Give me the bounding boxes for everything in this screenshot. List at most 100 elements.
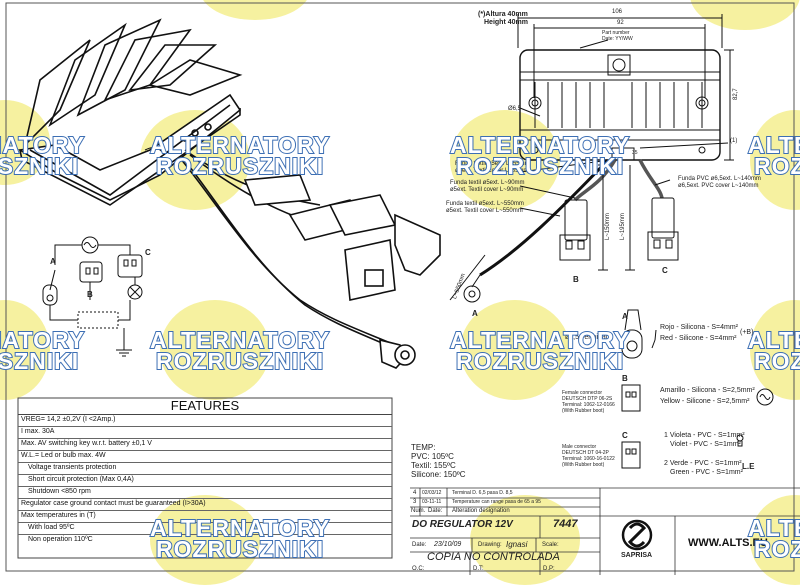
- watermark-line: ALTERNATORY: [149, 515, 331, 541]
- legend-le: L.E: [742, 462, 755, 471]
- cable-note: Funda textil ø5ext. L~550mm: [446, 201, 524, 207]
- dim-altura: (*)Altura 40mm: [478, 11, 528, 18]
- col-num: Num.: [411, 508, 426, 514]
- col-alteration: Alteration designation: [452, 508, 510, 514]
- rev-text: Temperature can range pasa de 65 a 95: [452, 499, 541, 505]
- drawing-code: 7447: [553, 518, 578, 530]
- rev-date: 02/03/12: [422, 490, 442, 496]
- drawing-value: Ignasi: [506, 540, 528, 549]
- feature-text: Regulator case ground contact must be gu…: [21, 500, 206, 507]
- watermark-line: ROZRUSZNIKI: [155, 536, 325, 562]
- copia-no-controlada: COPIA NO CONTROLADA: [427, 551, 560, 563]
- watermark-line: ROZRUSZNIKI: [753, 536, 800, 562]
- legend-b-conn: Terminal: 1062-12-0166: [562, 402, 615, 408]
- legend-b-spec: Yellow - Silicone - S=2,5mm²: [660, 398, 750, 405]
- title-block: [410, 487, 800, 575]
- watermark-line: ALTERNATORY: [747, 515, 800, 541]
- dt-label: D.T:: [473, 566, 484, 572]
- watermark-line: ROZRUSZNIKI: [155, 348, 325, 374]
- dp-label: D.P:: [543, 566, 555, 572]
- watermark-line: ROZRUSZNIKI: [155, 153, 325, 179]
- feature-row: Short circuit protection (Max 0,4A): [18, 474, 392, 487]
- legend-b: B: [622, 374, 628, 383]
- legend-terminal: ø6,5 Terminal: [565, 334, 608, 341]
- rev-date: 03-11-11: [422, 499, 442, 505]
- cable-note: ø5ext. Textil cover L~55mm: [455, 168, 529, 174]
- watermark-line: ALTERNATORY: [149, 327, 331, 353]
- label-b: B: [87, 290, 93, 299]
- date-value: 23/10/09: [434, 541, 462, 548]
- feature-text: W.L.= Led or bulb max. 4W: [21, 452, 106, 459]
- dim-35: 35: [632, 150, 638, 156]
- legend-b-conn: Female connector: [562, 390, 603, 396]
- oc-label: O.C:: [412, 566, 425, 572]
- legend-c-conn: Male connector: [562, 444, 597, 450]
- label-c: C: [145, 248, 151, 257]
- legend-c-spec: 1 Violeta - PVC - S=1mm²: [664, 432, 745, 439]
- legend-c-spec: Violet - PVC - S=1mm²: [670, 441, 741, 448]
- legend-c-spec: Green - PVC - S=1mm²: [670, 469, 743, 476]
- terminal-legend-drawings: [621, 309, 774, 469]
- date-label: Date:: [412, 542, 427, 548]
- feature-text: Max. AV switching key w.r.t. battery ±0,…: [21, 440, 152, 447]
- watermark-line: ALTERNATORY: [0, 327, 86, 353]
- drawing-title: DO REGULATOR 12V: [412, 519, 513, 530]
- feature-row: VREG= 14,2 ±0,2V (I <2Amp.): [18, 414, 392, 427]
- feature-row: I max. 30A: [18, 426, 392, 439]
- feature-text: Voltage transients protection: [28, 464, 117, 471]
- rev-number: 4: [413, 490, 417, 496]
- website-url[interactable]: WWW.ALTS.EU: [688, 537, 768, 549]
- legend-c: C: [622, 431, 628, 440]
- col-date: Date:: [428, 508, 443, 514]
- cable-note: Funda PVC ø6,5ext. L~140mm: [678, 176, 761, 182]
- dim-106: 106: [612, 9, 623, 15]
- watermark-blob: [460, 300, 570, 400]
- feature-text: Short circuit protection (Max 0,4A): [28, 476, 134, 483]
- cable-note: ø6,5ext. PVC cover L~140mm: [678, 183, 759, 189]
- dim-note-1: (1): [730, 138, 738, 144]
- watermark-line: ROZRUSZNIKI: [753, 348, 800, 374]
- feature-text: Shutdown <850 rpm: [28, 488, 91, 495]
- cable-note: Funda textil ø5ext. L~55mm: [455, 161, 530, 167]
- label-c: C: [662, 266, 668, 275]
- dim-diameter: Ø6,5: [508, 106, 522, 112]
- watermark-line: ROZRUSZNIKI: [0, 153, 80, 179]
- dim-l195: L~195mm: [620, 213, 626, 240]
- legend-c-spec: 2 Verde - PVC - S=1mm²: [664, 460, 742, 467]
- legend-c-conn: DEUTSCH DT 04-2P: [562, 450, 609, 456]
- watermark-blob: [470, 495, 580, 585]
- watermark-blob: [200, 0, 310, 20]
- cable-note: ø5ext. Textil cover L~90mm: [450, 187, 524, 193]
- watermark-line: ROZRUSZNIKI: [455, 153, 625, 179]
- feature-row: Voltage transients protection: [18, 462, 392, 475]
- brand-name: SAPRISA: [621, 552, 653, 559]
- drawing-label: Drawing:: [478, 542, 502, 548]
- rev-number: 3: [413, 499, 417, 505]
- feature-row: Max temperatures in (T): [18, 510, 392, 523]
- feature-text: Max temperatures in (T): [21, 512, 96, 519]
- dim-l150: L~150mm: [605, 213, 611, 240]
- wiring-schematic: [42, 236, 143, 357]
- legend-plus-b: (+B): [740, 329, 754, 336]
- dim-date: Date: YY/WW: [602, 36, 633, 42]
- watermark-line: ROZRUSZNIKI: [753, 153, 800, 179]
- legend-a: A: [622, 312, 628, 321]
- legend-c-conn: (With Rubber boot): [562, 462, 605, 468]
- feature-row: Shutdown <850 rpm: [18, 486, 392, 499]
- watermark-line: ALTERNATORY: [0, 132, 86, 158]
- watermark-line: ALTERNATORY: [149, 132, 331, 158]
- features-title: FEATURES: [18, 398, 392, 415]
- temp-pvc: PVC: 105ºC: [411, 452, 454, 461]
- watermark-blob: [160, 300, 270, 400]
- watermark-line: ROZRUSZNIKI: [455, 348, 625, 374]
- feature-text: With load 95ºC: [28, 524, 75, 531]
- temp-silicone: Silicone: 150ºC: [411, 470, 466, 479]
- legend-b-conn: DEUTSCH DTP 06-2S: [562, 396, 613, 402]
- rev-text: Terminal D. 6,5 pasa D. 8,5: [452, 490, 513, 496]
- legend-c-conn: Terminal: 1060-16-0122: [562, 456, 615, 462]
